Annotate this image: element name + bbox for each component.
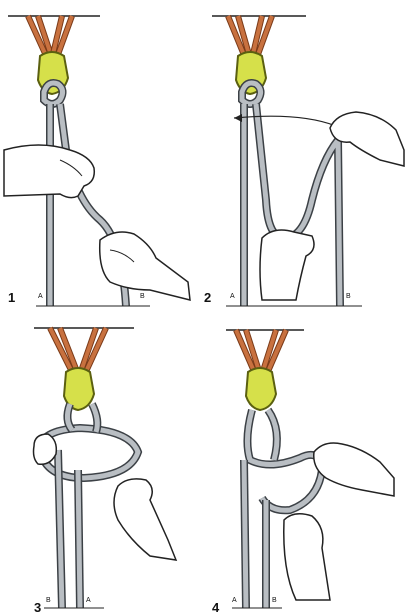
hand-right	[114, 479, 176, 560]
hand-left	[34, 434, 57, 464]
panel-number: 2	[204, 290, 211, 305]
rope-label-a: A	[230, 293, 235, 300]
arrow-head	[234, 114, 242, 122]
twist-arrow	[234, 116, 336, 126]
rope-label-b: B	[272, 597, 277, 604]
rope-label-a: A	[38, 293, 43, 300]
panel-number: 4	[212, 600, 220, 615]
panel-3: 3 B A	[34, 328, 177, 615]
panel-1: 1 A B	[4, 16, 190, 306]
panel-4: 4 A B	[212, 330, 394, 615]
rope-label-b: B	[346, 293, 351, 300]
rope-label-a: A	[86, 597, 91, 604]
rope-label-b: B	[46, 597, 51, 604]
carabiner	[246, 368, 276, 410]
panel-number: 1	[8, 290, 15, 305]
rope-label-a: A	[232, 597, 237, 604]
rope-label-b: B	[140, 293, 145, 300]
hand-right	[100, 232, 190, 300]
panel-number: 3	[34, 600, 41, 615]
panel-2: 2 A B	[204, 16, 404, 306]
hand-upper	[314, 443, 394, 496]
hand-lower	[284, 514, 330, 600]
hand-left	[4, 145, 94, 198]
hand-left	[260, 230, 314, 300]
